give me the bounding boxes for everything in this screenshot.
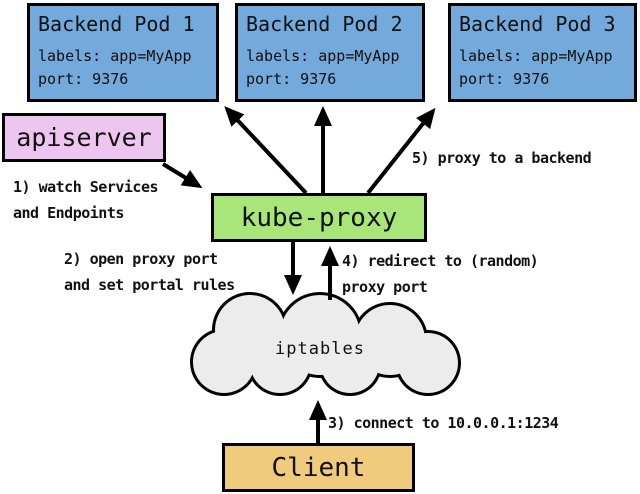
step4-note: 4) redirect to (random) proxy port [342,248,539,300]
iptables-label: iptables [275,339,365,359]
pod-port: port: 9376 [246,70,337,88]
pod-title: Backend Pod 1 [38,12,195,36]
arrow-kubeproxy-to-pod1 [224,106,308,195]
pod-port: port: 9376 [459,70,550,88]
client-label: Client [271,452,366,483]
step5-note: 5) proxy to a backend [412,149,592,167]
step2-line2: and set portal rules [64,276,235,294]
pod-labels: labels: app=MyApp [246,47,400,65]
client-box: Client [222,443,415,492]
apiserver-box: apiserver [2,113,166,162]
pod-title: Backend Pod 2 [246,12,403,36]
step3-note: 3) connect to 10.0.0.1:1234 [328,414,559,432]
pod-port: port: 9376 [38,70,129,88]
arrow-kubeproxy-to-pod3 [366,107,436,195]
arrow-apiserver-to-kubeproxy [161,162,203,189]
apiserver-label: apiserver [16,123,152,152]
backend-pod-3-box: Backend Pod 3 labels: app=MyApp port: 93… [448,3,637,102]
step1-note: 1) watch Services and Endpoints [13,174,159,226]
kube-proxy-box: kube-proxy [211,193,427,242]
pod-labels: labels: app=MyApp [38,47,192,65]
backend-pod-1-box: Backend Pod 1 labels: app=MyApp port: 93… [27,3,219,102]
step1-line1: 1) watch Services [13,178,159,196]
iptables-cloud [190,292,461,396]
pod-labels: labels: app=MyApp [459,47,613,65]
step2-note: 2) open proxy port and set portal rules [64,246,235,298]
kube-proxy-label: kube-proxy [240,202,398,233]
step2-line1: 2) open proxy port [64,250,218,268]
step1-line2: and Endpoints [13,204,124,222]
step4-line1: 4) redirect to (random) [342,252,539,270]
pod-title: Backend Pod 3 [459,12,616,36]
backend-pod-2-box: Backend Pod 2 labels: app=MyApp port: 93… [235,3,425,102]
step4-line2: proxy port [342,278,428,296]
